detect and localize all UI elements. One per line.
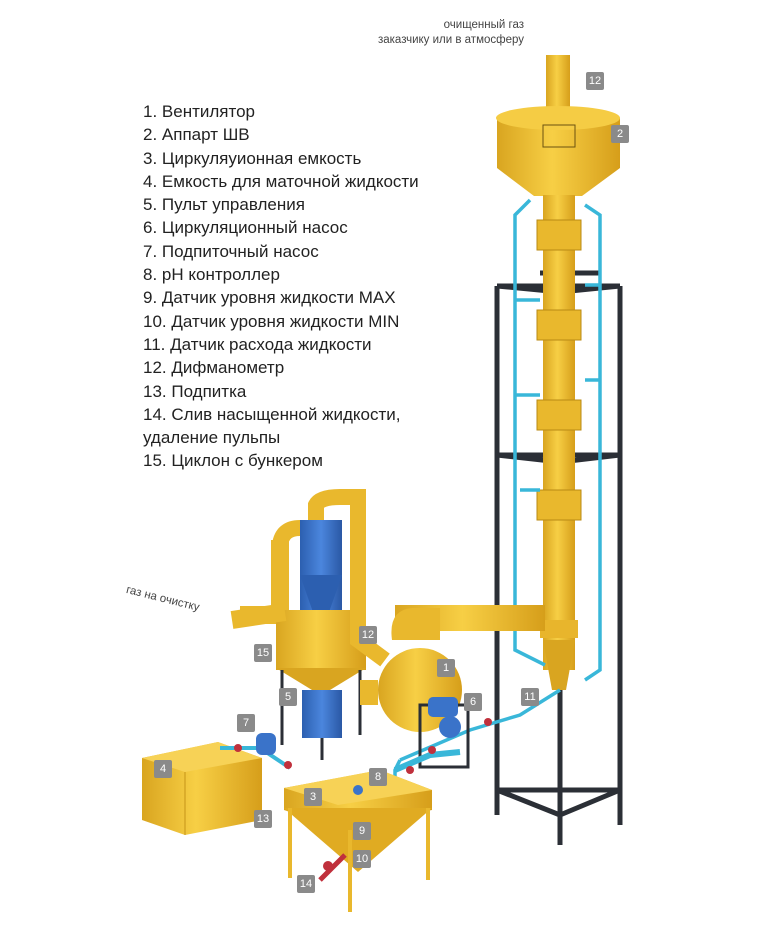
- legend-item-text: Датчик уровня жидкости MAX: [161, 288, 396, 308]
- legend-item: 2. Аппарт ШВ: [143, 123, 419, 146]
- gas-inlet-pipe: [230, 603, 287, 629]
- badge-12-fan: 12: [359, 626, 377, 644]
- legend-item-number: 9.: [143, 288, 158, 308]
- legend-item-text: Подпиточный насос: [161, 241, 319, 261]
- legend-item-text: Вентилятор: [161, 102, 256, 121]
- legend-item-number: 13.: [143, 381, 167, 401]
- note-clean-gas: очищенный газ заказчику или в атмосферу: [378, 18, 524, 48]
- mother-liquor-tank: [142, 742, 262, 835]
- legend-item: 11. Датчик расхода жидкости: [143, 333, 419, 356]
- badge-8: 8: [369, 768, 387, 786]
- badge-10: 10: [353, 850, 371, 868]
- legend-item: 12. Дифманометр: [143, 356, 419, 379]
- legend-item: 8. pH контроллер: [143, 263, 419, 286]
- water-pipes: [393, 198, 602, 795]
- valves: [406, 718, 492, 774]
- badge-9: 9: [353, 822, 371, 840]
- badge-5: 5: [279, 688, 297, 706]
- legend-item: 14. Слив насыщенной жидкости, удаление пу…: [143, 403, 419, 450]
- legend-item: 6. Циркуляционный насос: [143, 216, 419, 239]
- badge-6: 6: [464, 693, 482, 711]
- note-clean-gas-line1: очищенный газ: [443, 19, 524, 31]
- legend-item-continuation: удаление пульпы: [143, 428, 281, 448]
- legend-item-number: 10.: [143, 311, 167, 331]
- apparatus-shv: [496, 55, 620, 690]
- legend-item: 3. Циркуляуионная емкость: [143, 147, 419, 170]
- badge-14: 14: [297, 875, 315, 893]
- badge-15: 15: [254, 644, 272, 662]
- badge-2: 2: [611, 125, 629, 143]
- badge-12-top: 12: [586, 72, 604, 90]
- legend-item-number: 3.: [143, 148, 158, 168]
- legend-item-text: pH контроллер: [161, 265, 280, 285]
- legend-item: 15. Циклон с бункером: [143, 449, 419, 472]
- legend-item-text: Датчик расхода жидкости: [170, 334, 372, 354]
- legend-item: 1. Вентилятор: [143, 100, 419, 123]
- badge-3: 3: [304, 788, 322, 806]
- legend-item-text: Датчик уровня жидкости MIN: [171, 311, 400, 331]
- legend-item: 4. Емкость для маточной жидкости: [143, 170, 419, 193]
- legend-item-number: 12.: [143, 358, 167, 378]
- badge-11: 11: [521, 688, 539, 706]
- legend-item-number: 5.: [143, 195, 158, 215]
- legend-item-number: 2.: [143, 125, 158, 145]
- legend-item-number: 14.: [143, 404, 167, 424]
- legend-item-number: 11.: [143, 334, 166, 354]
- legend-item: 10. Датчик уровня жидкости MIN: [143, 310, 419, 333]
- legend-item: 5. Пульт управления: [143, 193, 419, 216]
- legend-item-text: Циклон с бункером: [171, 451, 323, 471]
- drain-valve: [318, 853, 347, 882]
- legend-item: 9. Датчик уровня жидкости MAX: [143, 286, 419, 309]
- legend-item-text: Подпитка: [171, 381, 247, 401]
- badge-13: 13: [254, 810, 272, 828]
- badge-1: 1: [437, 659, 455, 677]
- badge-7: 7: [237, 714, 255, 732]
- control-panel: [302, 690, 342, 760]
- legend-item-number: 6.: [143, 218, 158, 238]
- legend-item-text: Пульт управления: [161, 195, 305, 215]
- legend-item: 13. Подпитка: [143, 380, 419, 403]
- badge-4: 4: [154, 760, 172, 778]
- legend-item-number: 1.: [143, 102, 158, 121]
- legend-item-text: Емкость для маточной жидкости: [161, 171, 419, 191]
- legend-item-text: Циркуляционный насос: [161, 218, 348, 238]
- legend-item-text: Дифманометр: [171, 358, 285, 378]
- legend-item-number: 8.: [143, 265, 158, 285]
- legend-item-number: 15.: [143, 451, 167, 471]
- makeup-pump: [220, 733, 292, 770]
- legend-item-text: Циркуляуионная емкость: [161, 148, 362, 168]
- legend-item-text: Аппарт ШВ: [161, 125, 250, 145]
- legend-item-number: 4.: [143, 171, 158, 191]
- legend-item-text: Слив насыщенной жидкости,: [171, 404, 401, 424]
- note-clean-gas-line2: заказчику или в атмосферу: [377, 34, 524, 46]
- legend-item-number: 7.: [143, 241, 158, 261]
- circulation-pump: [418, 697, 470, 769]
- legend-item: 7. Подпиточный насос: [143, 240, 419, 263]
